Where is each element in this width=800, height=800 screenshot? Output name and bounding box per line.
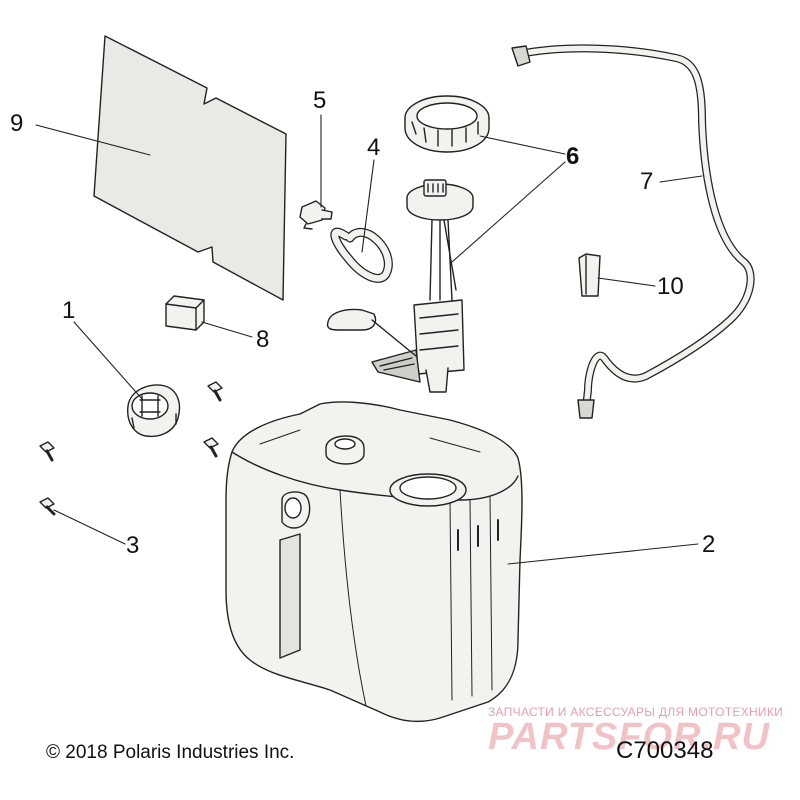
part-7-vent-line[interactable] — [511, 44, 755, 419]
callout-8: 8 — [256, 326, 270, 353]
watermark-brand: PARTSFOR.RU — [488, 716, 770, 758]
part-9-insulation-pad[interactable] — [93, 35, 287, 301]
leader-lines — [35, 114, 703, 565]
callout-2: 2 — [702, 531, 716, 558]
part-8-foam[interactable] — [165, 295, 205, 331]
callout-5: 5 — [313, 87, 327, 114]
part-1-fuel-cap[interactable] — [127, 384, 181, 438]
callout-1: 1 — [62, 297, 76, 324]
callout-7: 7 — [640, 168, 654, 195]
callout-10: 10 — [657, 273, 684, 300]
part-2-fuel-tank[interactable] — [225, 401, 523, 723]
copyright-text: © 2018 Polaris Industries Inc. — [46, 742, 295, 763]
callout-6: 6 — [566, 143, 580, 170]
part-10-foam[interactable] — [578, 253, 601, 297]
callout-4: 4 — [367, 134, 381, 161]
part-3-bolts[interactable] — [39, 381, 223, 516]
part-5-fitting[interactable] — [299, 200, 333, 230]
part-4-hose[interactable] — [330, 227, 393, 283]
part-6-fuel-pump[interactable] — [326, 179, 474, 393]
watermark-tagline: ЗАПЧАСТИ И АКСЕССУАРЫ ДЛЯ МОТОТЕХНИКИ — [488, 705, 784, 719]
diagram-code: C700348 — [616, 737, 714, 764]
callout-3: 3 — [126, 532, 140, 559]
callout-9: 9 — [10, 110, 24, 137]
part-6-lock-ring[interactable] — [404, 95, 490, 153]
